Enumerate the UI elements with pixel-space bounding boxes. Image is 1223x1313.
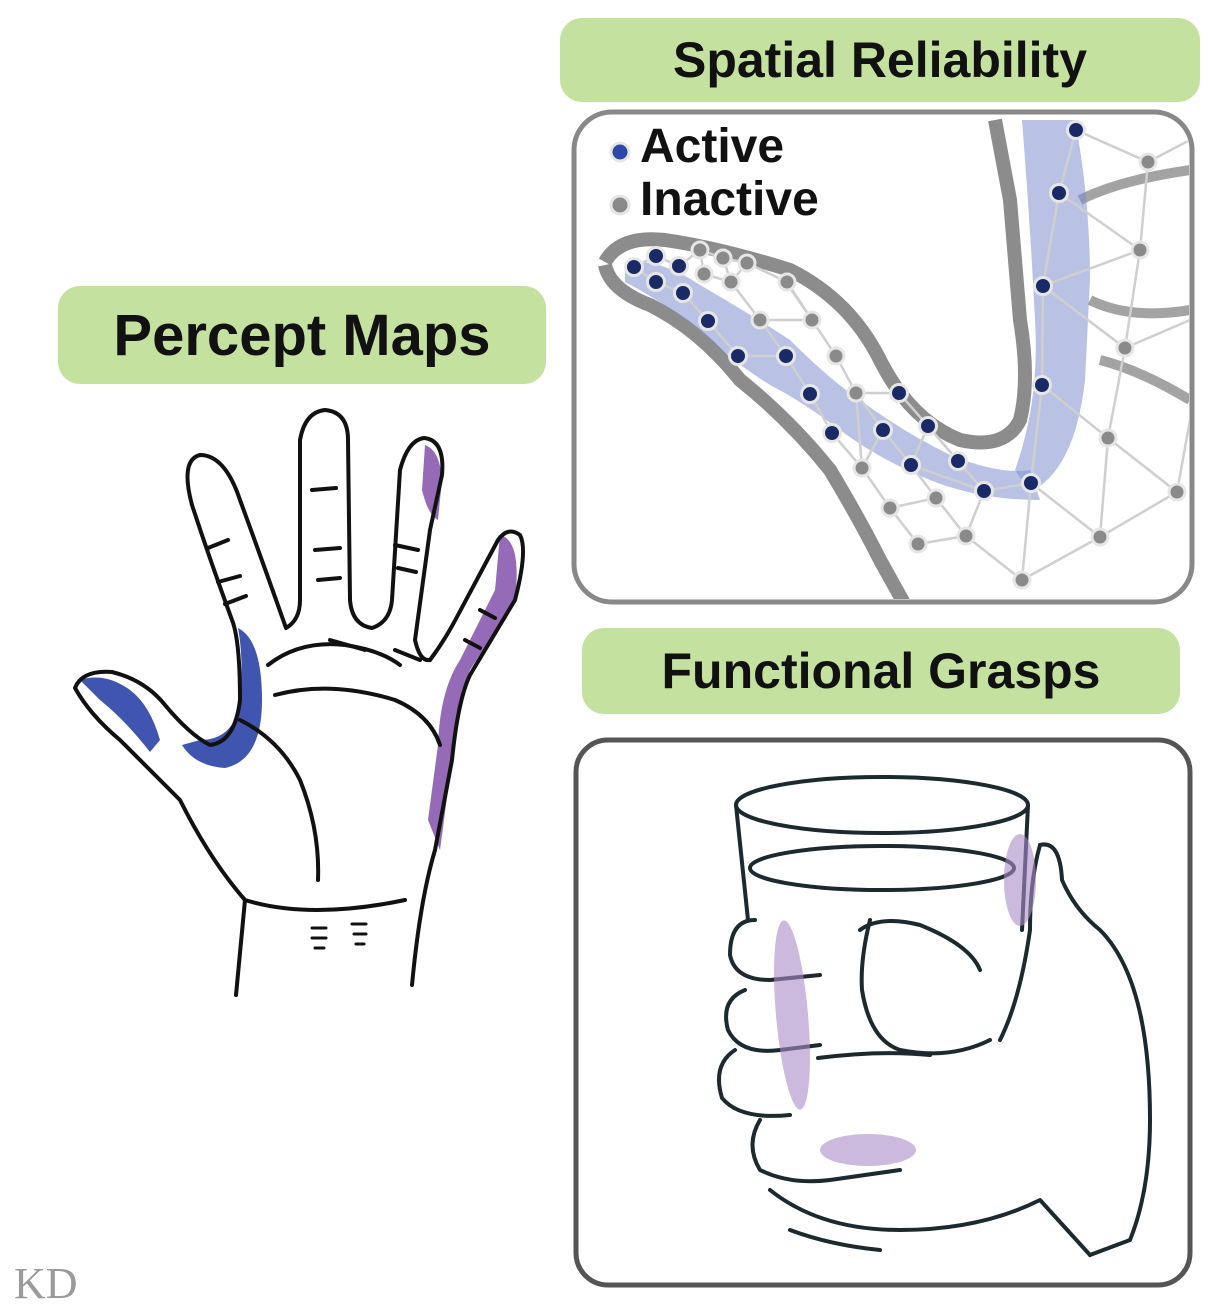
grasp-illustration [717,775,1152,1257]
legend-inactive-marker [609,194,631,216]
contact-region-thumb [1004,834,1036,926]
percept-region-thumb-blue [80,677,160,752]
functional-grasps-label: Functional Grasps [661,643,1101,699]
active-area-thumb [1015,120,1090,492]
watermark-logo: KD [14,1259,78,1308]
functional-grasps-panel [573,737,1193,1288]
legend: Active Inactive [609,120,819,226]
electrode-map [598,118,1189,599]
inactive-electrodes [690,152,1187,590]
spatial-reliability-title: Spatial Reliability [560,18,1200,102]
hand-illustration [73,408,525,997]
legend-inactive-label: Inactive [640,173,819,226]
hand-outline [73,408,525,997]
percept-region-pinky-purple [428,535,517,850]
contact-region-palm [820,1134,916,1166]
active-area-finger [625,261,1040,500]
legend-active-label: Active [640,120,784,173]
active-electrodes [624,120,1086,501]
percept-maps-label: Percept Maps [113,302,491,368]
percept-maps-title: Percept Maps [58,286,546,384]
spatial-reliability-label: Spatial Reliability [672,32,1087,88]
percept-region-palm-blue [182,628,262,768]
functional-grasps-title: Functional Grasps [582,628,1180,714]
contact-region-index [774,920,810,1110]
legend-active-marker [609,141,631,163]
